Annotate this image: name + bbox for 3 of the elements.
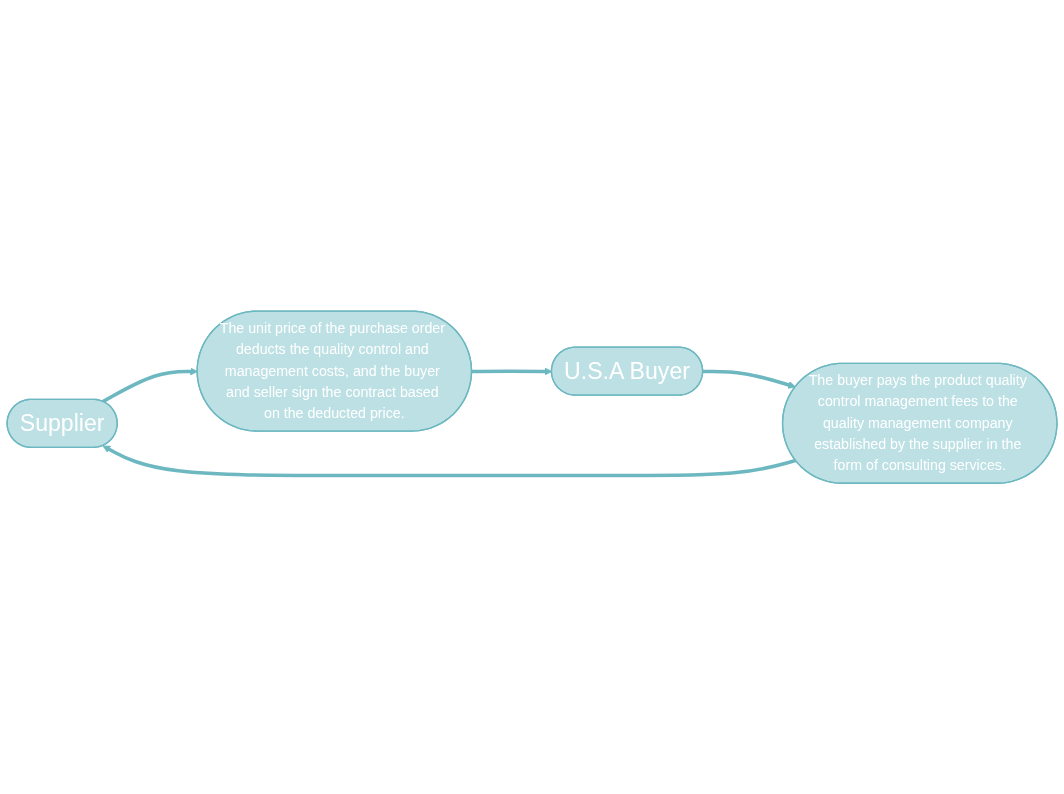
arrow [102, 367, 198, 403]
arrow [102, 445, 797, 478]
arrow [703, 369, 796, 389]
